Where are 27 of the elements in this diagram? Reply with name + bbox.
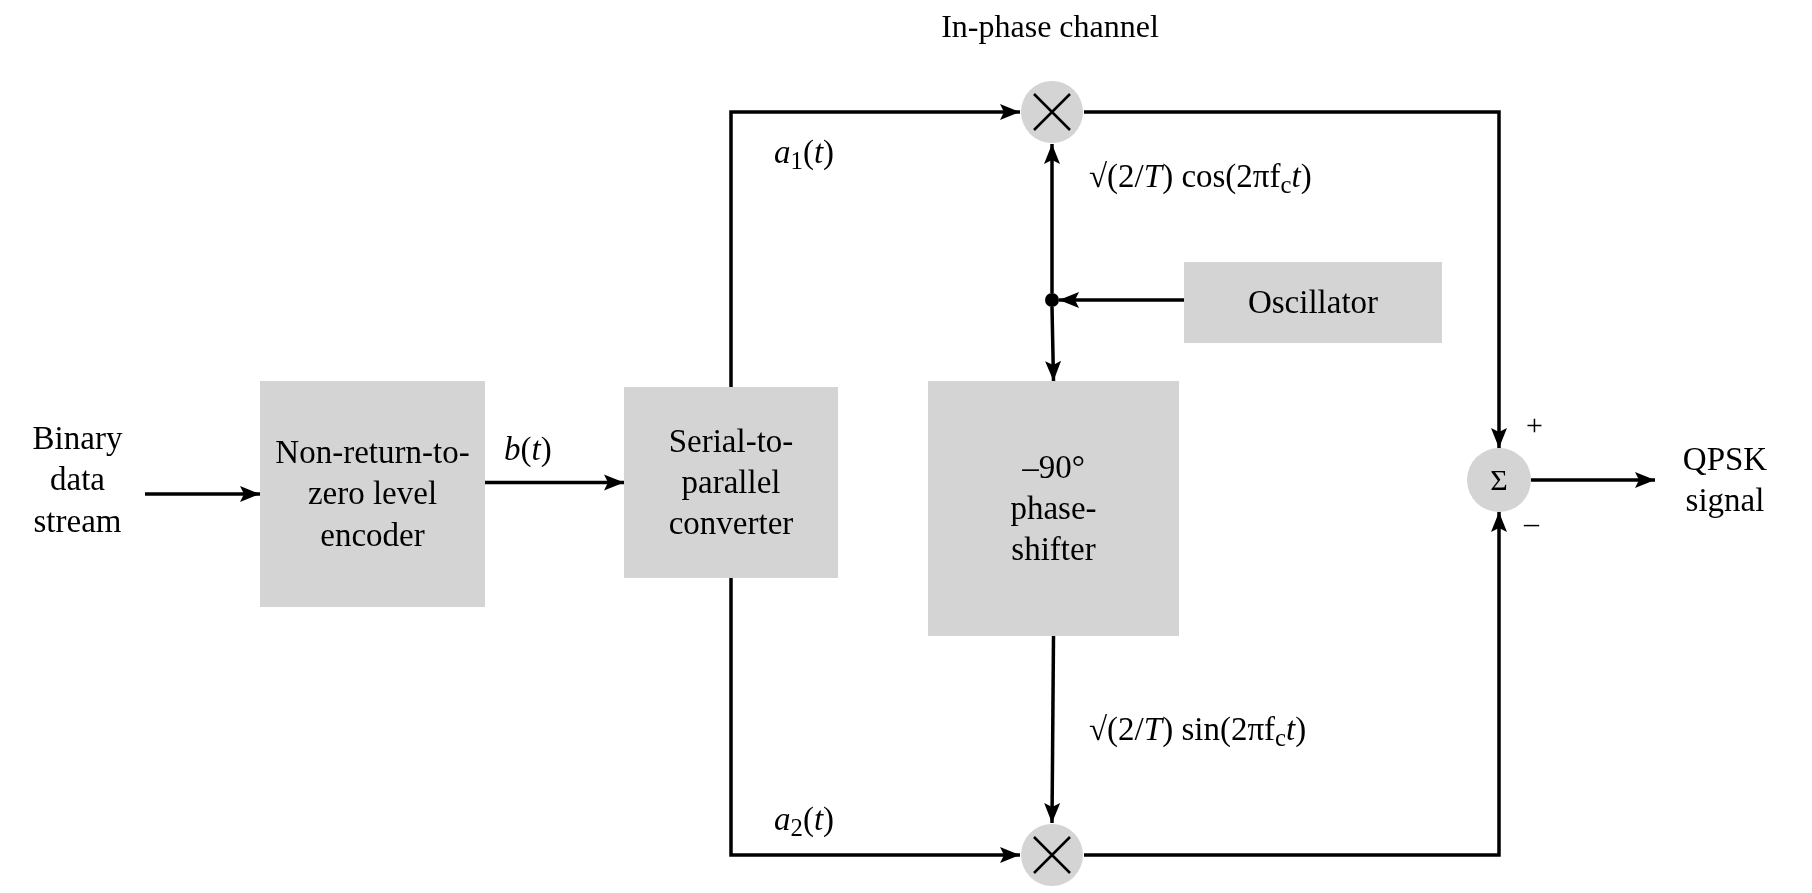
converter-block (624, 387, 838, 578)
oscillator-block (1184, 262, 1442, 343)
block-text: Binary data stream (31, 419, 124, 541)
arrow (1044, 636, 1061, 823)
block-text: –90° phase-shifter (1009, 447, 1098, 570)
block-text: Serial-to-parallel converter (667, 421, 795, 544)
arrow (485, 474, 624, 491)
phase-shifter-block (928, 381, 1179, 636)
arrow (1045, 306, 1062, 382)
arrow (729, 578, 1020, 863)
block-text: Σ (1489, 462, 1509, 499)
multiplier-circle (1020, 80, 1084, 144)
arrow (1531, 472, 1655, 488)
sign-label: – (1524, 508, 1539, 538)
encoder-block (260, 381, 485, 607)
arrow (145, 486, 260, 502)
arrow (1044, 144, 1060, 293)
arrow (1084, 512, 1507, 857)
arrow (1084, 110, 1507, 448)
block-text: QPSK signal (1681, 439, 1769, 520)
channel-label: In-phase channel (940, 7, 1160, 46)
block-text: Oscillator (1246, 282, 1380, 322)
sign-label: + (1526, 410, 1543, 440)
arrow (729, 104, 1020, 387)
multiplier-circle (1020, 823, 1084, 887)
block-text: Non-return-to-zero level encoder (274, 433, 471, 555)
arrow (1059, 292, 1184, 308)
